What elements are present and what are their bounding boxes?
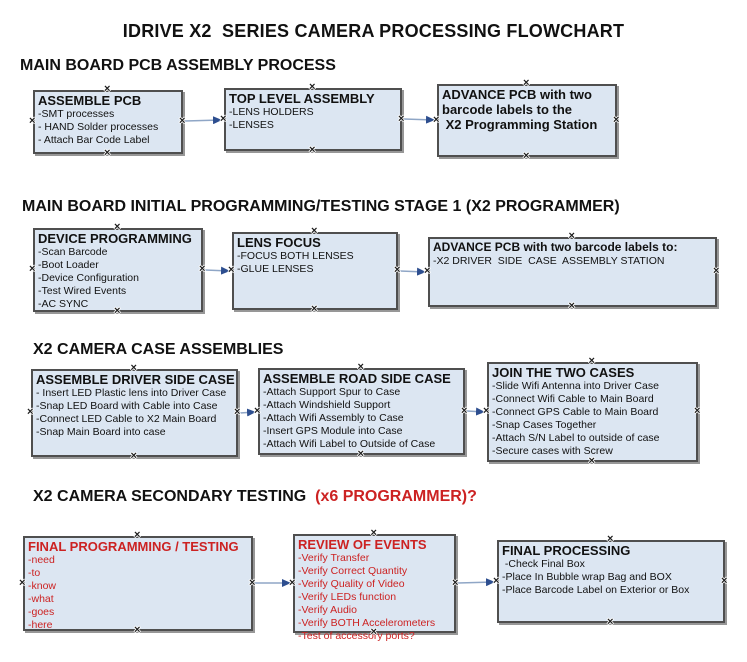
box-title: ADVANCE PCB with two barcode labels to t… [442, 87, 598, 132]
box-item: -Snap Main Board into case [36, 426, 166, 438]
box-title: FINAL PROCESSING [502, 543, 631, 558]
box-item: -Verify LEDs function [298, 591, 397, 603]
section-header-4: X2 CAMERA SECONDARY TESTING (x6 PROGRAMM… [33, 488, 477, 506]
box-item: -Place Barcode Label on Exterior or Box [502, 584, 690, 596]
box-item: -here [28, 619, 53, 631]
box-item: -Test Wired Events [38, 285, 127, 297]
box-item: -Verify Transfer [298, 552, 370, 564]
box-item: -GLUE LENSES [237, 263, 314, 275]
flow-box-s3-3: JOIN THE TWO CASES-Slide Wifi Antenna in… [487, 362, 698, 462]
box-item: -Verify Correct Quantity [298, 565, 408, 577]
box-item: -SMT processes [38, 108, 115, 120]
box-item: -what [28, 593, 54, 605]
box-title: JOIN THE TWO CASES [492, 365, 635, 380]
box-title: FINAL PROGRAMMING / TESTING [28, 539, 239, 554]
box-item: -Test of accessory ports? [298, 630, 415, 642]
flow-arrow [457, 578, 495, 587]
flow-box-s1-1: ASSEMBLE PCB-SMT processes- HAND Solder … [33, 90, 183, 154]
box-item: -Verify Audio [298, 604, 357, 616]
flow-box-s3-1: ASSEMBLE DRIVER SIDE CASE- Insert LED Pl… [31, 369, 238, 457]
box-title: ASSEMBLE DRIVER SIDE CASE [36, 372, 235, 387]
box-item: -to [28, 567, 41, 579]
box-item: -LENSES [229, 119, 274, 131]
flow-box-s4-2: REVIEW OF EVENTS-Verify Transfer-Verify … [293, 534, 456, 642]
section-header-text: MAIN BOARD PCB ASSEMBLY PROCESS [20, 57, 336, 74]
box-item: -Attach Windshield Support [263, 399, 391, 411]
box-item: -Attach Wifi Label to Outside of Case [263, 438, 436, 450]
box-title: LENS FOCUS [237, 235, 321, 250]
box-item: -know [28, 580, 57, 592]
flow-box-s3-2: ASSEMBLE ROAD SIDE CASE-Attach Support S… [258, 368, 465, 455]
box-item: - HAND Solder processes [38, 121, 159, 133]
box-item: -Boot Loader [38, 259, 99, 271]
section-header-text: MAIN BOARD INITIAL PROGRAMMING/TESTING S… [22, 198, 620, 215]
flow-box-s2-2: LENS FOCUS-FOCUS BOTH LENSES-GLUE LENSES [232, 232, 398, 310]
flow-box-s4-1: FINAL PROGRAMMING / TESTING-need-to-know… [23, 536, 253, 631]
flow-arrow [204, 266, 230, 275]
box-item: -FOCUS BOTH LENSES [237, 250, 354, 262]
box-title: ASSEMBLE ROAD SIDE CASE [263, 371, 451, 386]
box-item: -Insert GPS Module into Case [263, 425, 403, 437]
section-header-red-text: (x6 PROGRAMMER)? [310, 488, 477, 505]
box-item: -Snap LED Board with Cable into Case [36, 400, 218, 412]
box-item: -LENS HOLDERS [229, 106, 314, 118]
box-title: REVIEW OF EVENTS [298, 537, 427, 552]
box-item: -AC SYNC [38, 298, 89, 310]
box-item: -Secure cases with Screw [492, 445, 613, 457]
flow-arrow [399, 267, 426, 276]
box-item: -Attach Support Spur to Case [263, 386, 401, 398]
flow-box-s2-1: DEVICE PROGRAMMING-Scan Barcode-Boot Loa… [33, 228, 203, 312]
box-title: TOP LEVEL ASSEMBLY [229, 91, 375, 106]
section-header-text: X2 CAMERA SECONDARY TESTING [33, 488, 311, 505]
section-header-text: X2 CAMERA CASE ASSEMBLIES [33, 341, 284, 358]
flow-box-s1-3: ADVANCE PCB with two barcode labels to t… [437, 84, 617, 157]
box-item: -Connect GPS Cable to Main Board [492, 406, 659, 418]
box-item: -goes [28, 606, 55, 618]
box-item: -Attach S/N Label to outside of case [492, 432, 660, 444]
box-item: -Place In Bubble wrap Bag and BOX [502, 571, 672, 583]
section-header-3: X2 CAMERA CASE ASSEMBLIES [33, 341, 283, 359]
box-item: -Snap Cases Together [492, 419, 597, 431]
flow-arrow [239, 408, 256, 417]
flow-arrow [403, 115, 435, 124]
flow-box-s2-3: ADVANCE PCB with two barcode labels to:-… [428, 237, 717, 307]
box-item: -Check Final Box [502, 558, 585, 570]
box-title: ASSEMBLE PCB [38, 93, 142, 108]
box-item: -Attach Wifi Assembly to Case [263, 412, 404, 424]
box-item: -Slide Wifi Antenna into Driver Case [492, 380, 659, 392]
box-item: -Device Configuration [38, 272, 139, 284]
box-item: -Connect LED Cable to X2 Main Board [36, 413, 217, 425]
box-item: -X2 DRIVER SIDE CASE ASSEMBLY STATION [433, 255, 665, 267]
section-header-1: MAIN BOARD PCB ASSEMBLY PROCESS [20, 57, 336, 75]
box-item: -Verify Quality of Video [298, 578, 405, 590]
flow-arrow [466, 407, 485, 416]
box-item: -Scan Barcode [38, 246, 108, 258]
box-item: -Verify BOTH Accelerometers [298, 617, 436, 629]
box-item: - Insert LED Plastic lens into Driver Ca… [36, 387, 227, 399]
box-item: - Attach Bar Code Label [38, 134, 150, 146]
flow-box-s1-2: TOP LEVEL ASSEMBLY-LENS HOLDERS-LENSES [224, 88, 402, 151]
box-title: DEVICE PROGRAMMING [38, 231, 192, 246]
section-header-2: MAIN BOARD INITIAL PROGRAMMING/TESTING S… [22, 198, 620, 216]
box-item: -need [28, 554, 55, 566]
flow-arrow [184, 116, 222, 125]
box-item: -Connect Wifi Cable to Main Board [492, 393, 654, 405]
flowchart-title: IDRIVE X2 SERIES CAMERA PROCESSING FLOWC… [122, 21, 625, 41]
box-title: ADVANCE PCB with two barcode labels to: [433, 240, 678, 254]
flow-box-s4-3: FINAL PROCESSING -Check Final Box-Place … [497, 540, 725, 623]
